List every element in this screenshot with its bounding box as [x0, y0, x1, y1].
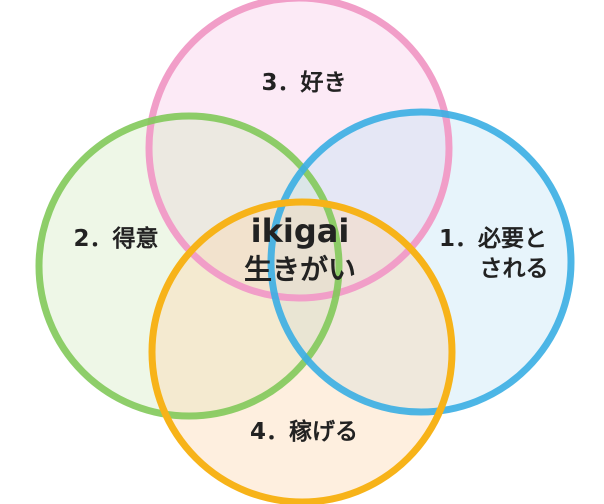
circle-paid-border: [148, 198, 456, 504]
label-like: 3．好き: [261, 70, 346, 96]
label-needed-line2: される: [480, 256, 549, 282]
label-needed-line1: 1．必要と: [439, 225, 547, 252]
label-good-at: 2．得意: [73, 225, 158, 252]
center-title: ikigai: [251, 212, 350, 250]
circle-like-border: [145, 0, 453, 302]
circle-needed-border: [267, 108, 575, 416]
circle-good-at-border: [35, 112, 343, 420]
center-subtitle: 生きがい: [244, 253, 356, 286]
circle-good-at-fill: [39, 116, 339, 416]
label-paid: 4．稼げる: [250, 418, 358, 445]
